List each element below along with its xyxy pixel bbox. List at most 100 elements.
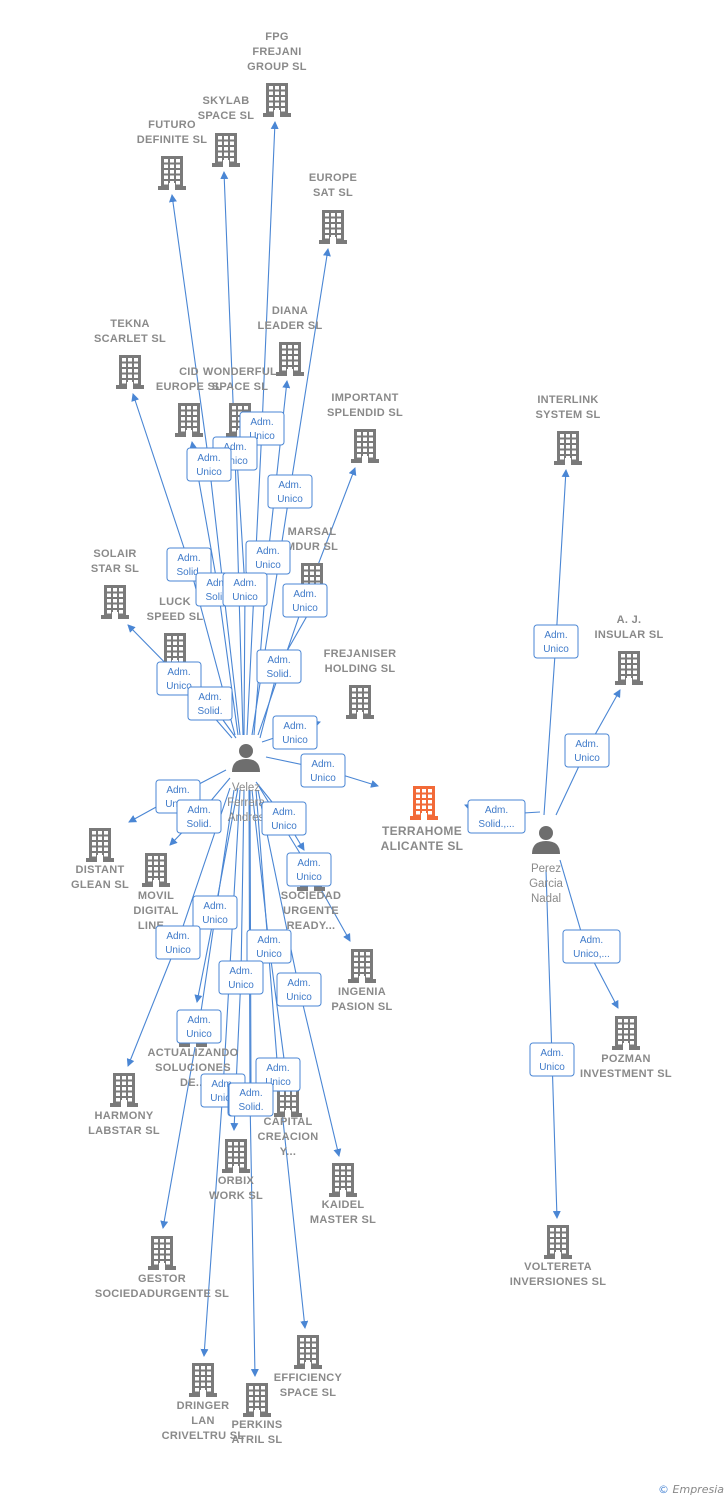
building-icon[interactable] (319, 210, 347, 244)
relation-badge[interactable]: Adm.Unico (261, 801, 307, 836)
relation-badge-frame (245, 540, 291, 575)
company-label-line: MARSAL (288, 526, 337, 538)
relation-badge[interactable]: Adm.Solid. (228, 1082, 274, 1117)
building-icon[interactable] (243, 1383, 271, 1417)
relation-badge[interactable]: Adm.Unico (245, 540, 291, 575)
relation-badge[interactable]: Adm.Unico (176, 1009, 222, 1044)
building-icon[interactable] (212, 133, 240, 167)
person-label-line: Ferrera (227, 797, 265, 809)
relation-badge[interactable]: Adm.Solid. (176, 799, 222, 834)
relation-text: Adm. (223, 442, 246, 453)
relation-badge[interactable]: Adm.Unico (272, 715, 318, 750)
building-icon[interactable] (101, 585, 129, 619)
building-icon[interactable] (615, 651, 643, 685)
relation-badge[interactable]: Adm.Unico (564, 733, 610, 768)
relation-badge[interactable]: Adm.Unico,... (562, 929, 621, 964)
company-label-line: A. J. (617, 614, 642, 626)
relation-text: Solid. (176, 567, 201, 578)
relation-text: Unico (228, 980, 254, 991)
building-icon[interactable] (86, 828, 114, 862)
building-icon[interactable] (348, 949, 376, 983)
brand-logo[interactable]: Empresia (672, 1483, 724, 1496)
relation-badge[interactable]: Adm.Solid. (256, 649, 302, 684)
relation-badge[interactable]: Adm.Unico (286, 852, 332, 887)
company-ajinsular[interactable]: A. J.INSULAR SL (595, 614, 664, 685)
person-icon[interactable] (232, 744, 260, 772)
person-icon[interactable] (532, 826, 560, 854)
relation-badge[interactable]: Adm.Solid. (187, 686, 233, 721)
building-icon[interactable] (263, 83, 291, 117)
relation-text: Unico (296, 872, 322, 883)
building-icon[interactable] (110, 1073, 138, 1107)
relation-badge[interactable]: Adm.Unico (282, 583, 328, 618)
relation-badge[interactable]: Adm.Unico (246, 929, 292, 964)
relation-text: Unico (232, 592, 258, 603)
company-label-line: TEKNA (110, 318, 149, 330)
company-label-line: SOCIEDAD (281, 890, 341, 902)
building-icon[interactable] (294, 1335, 322, 1369)
building-icon[interactable] (175, 403, 203, 437)
company-label-line: Y... (280, 1146, 297, 1158)
relation-badge[interactable]: Adm.Unico (529, 1042, 575, 1077)
relation-badge[interactable]: Adm. Unico (218, 960, 264, 995)
building-icon[interactable] (544, 1225, 572, 1259)
relation-badge[interactable]: Adm.Unico (155, 925, 201, 960)
building-icon[interactable] (222, 1139, 250, 1173)
relation-badge[interactable]: Adm.Unico (267, 474, 313, 509)
building-icon[interactable] (346, 685, 374, 719)
relation-badge[interactable]: Adm.Unico (186, 447, 232, 482)
company-label-line: PASION SL (331, 1001, 392, 1013)
building-icon[interactable] (329, 1163, 357, 1197)
relation-text: Adm. (229, 966, 252, 977)
building-icon[interactable] (158, 156, 186, 190)
building-icon[interactable] (410, 786, 438, 820)
building-icon[interactable] (554, 431, 582, 465)
building-icon[interactable] (148, 1236, 176, 1270)
relation-badge-frame (267, 474, 313, 509)
company-label-line: LAN (191, 1415, 215, 1427)
relation-badge[interactable]: Adm.Unico (222, 572, 268, 607)
relation-badge[interactable]: Adm.Unico (533, 624, 579, 659)
relation-badge[interactable]: Adm.Unico (300, 753, 346, 788)
building-icon[interactable] (116, 355, 144, 389)
relation-badge[interactable]: Adm.Unico (192, 895, 238, 930)
relation-badge[interactable]: Adm.Solid.,... (467, 799, 526, 834)
building-icon[interactable] (189, 1363, 217, 1397)
building-icon[interactable] (142, 853, 170, 887)
footer-brand: © Empresia (658, 1483, 724, 1496)
relation-text: Adm. (187, 1015, 210, 1026)
building-icon[interactable] (351, 429, 379, 463)
building-icon[interactable] (276, 342, 304, 376)
building-icon[interactable] (612, 1016, 640, 1050)
relation-badge[interactable]: Adm.Unico (276, 972, 322, 1007)
